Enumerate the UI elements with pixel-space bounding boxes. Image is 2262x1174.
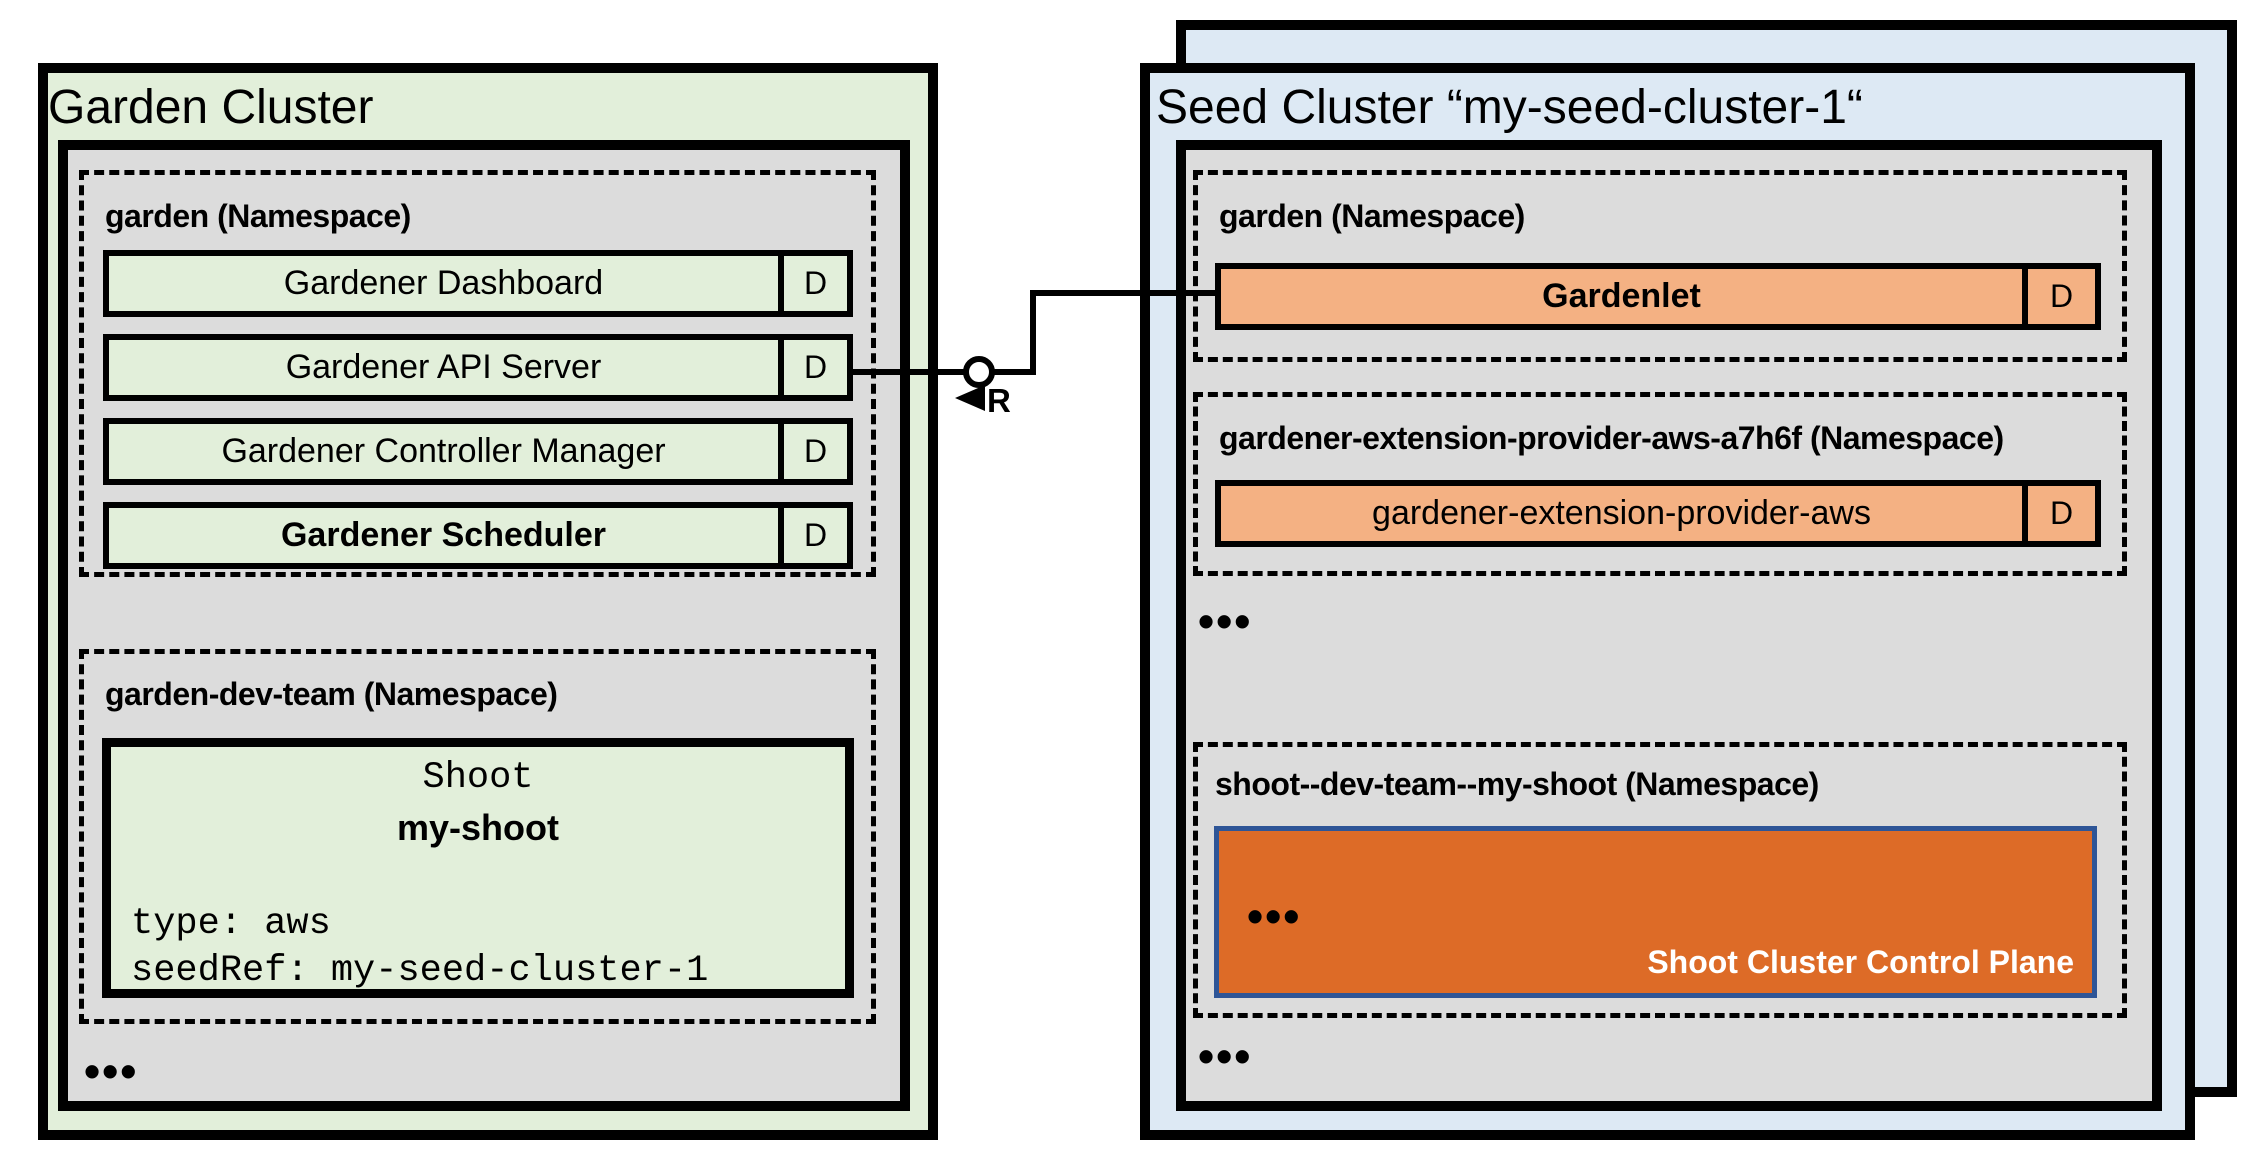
extension-namespace-label: gardener-extension-provider-aws-a7h6f (N… (1219, 420, 2004, 456)
deployment-badge: D (778, 424, 847, 479)
shoot-namespace-box (1193, 742, 2127, 1018)
gardener-controller-manager-label: Gardener Controller Manager (221, 432, 666, 470)
reconcile-label: R (987, 382, 1011, 419)
seed-cluster-ellipsis-1: ••• (1198, 595, 1253, 647)
deployment-badge: D (2022, 486, 2095, 541)
seed-cluster-ellipsis-2: ••• (1198, 1030, 1253, 1082)
extension-namespace-box (1193, 392, 2127, 576)
shoot-control-plane-ellipsis: ••• (1247, 890, 1302, 942)
gardener-scheduler-label: Gardener Scheduler (280, 516, 606, 554)
gardener-api-server-row: Gardener API Server D (103, 334, 853, 401)
garden-dev-team-namespace-label: garden-dev-team (Namespace) (105, 676, 558, 712)
gardenlet-row: Gardenlet D (1215, 263, 2101, 330)
shoot-spec-seedref: seedRef: my-seed-cluster-1 (131, 950, 709, 992)
gardener-dashboard-row: Gardener Dashboard D (103, 250, 853, 317)
shoot-spec-type: type: aws (131, 903, 331, 945)
shoot-kind: Shoot (422, 757, 534, 799)
deployment-badge: D (778, 340, 847, 395)
gardener-dashboard-label: Gardener Dashboard (283, 264, 604, 302)
reconcile-arrowhead-icon (955, 385, 985, 411)
gardener-scheduler-row: Gardener Scheduler D (103, 502, 853, 569)
deployment-badge: D (2022, 269, 2095, 324)
seed-garden-namespace-box (1193, 170, 2127, 362)
shoot-control-plane-label: Shoot Cluster Control Plane (1647, 944, 2074, 980)
extension-provider-aws-row: gardener-extension-provider-aws D (1215, 480, 2101, 547)
deployment-badge: D (778, 256, 847, 311)
seed-cluster-title: Seed Cluster “my-seed-cluster-1“ (1156, 81, 1863, 134)
shoot-namespace-label: shoot--dev-team--my-shoot (Namespace) (1215, 766, 1819, 802)
gardener-api-server-label: Gardener API Server (285, 348, 602, 386)
garden-cluster-ellipsis: ••• (84, 1045, 139, 1097)
shoot-name: my-shoot (397, 807, 559, 848)
extension-provider-aws-label: gardener-extension-provider-aws (1372, 494, 1871, 532)
garden-cluster-title: Garden Cluster (48, 81, 374, 134)
seed-garden-namespace-label: garden (Namespace) (1219, 198, 1525, 234)
shoot-control-plane-box: ••• Shoot Cluster Control Plane (1214, 826, 2097, 998)
garden-namespace-label: garden (Namespace) (105, 198, 411, 234)
gardener-controller-manager-row: Gardener Controller Manager D (103, 418, 853, 485)
deployment-badge: D (778, 508, 847, 563)
garden-dev-team-namespace-box (79, 649, 876, 1024)
gardenlet-label: Gardenlet (1542, 277, 1701, 315)
shoot-resource-card: Shoot my-shoot type: aws seedRef: my-see… (102, 738, 854, 998)
